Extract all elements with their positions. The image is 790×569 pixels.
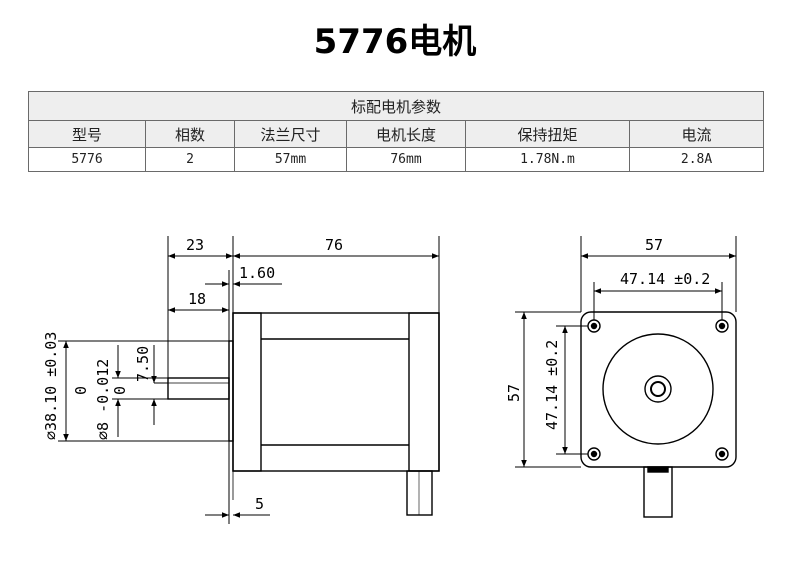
- shaft-circle-outer: [644, 375, 672, 403]
- dim-flat-height: 7.50: [134, 346, 152, 382]
- pilot-circle: [602, 333, 714, 445]
- dim-flange-thickness: 1.60: [239, 264, 275, 282]
- dim-shaft-length: 23: [186, 236, 204, 254]
- cell-model: 5776: [28, 147, 146, 172]
- dim-flange-height: 57: [505, 384, 523, 402]
- cell-current: 2.8A: [628, 147, 765, 172]
- front-dimension-labels: 57 47.14 ±0.2 57 47.14 ±0.2: [505, 236, 710, 430]
- dim-hole-spacing-h: 47.14 ±0.2: [620, 270, 710, 288]
- header-current: 电流: [628, 120, 765, 148]
- dim-boss-diameter: ⌀38.10 ±0.03: [42, 332, 60, 440]
- dim-boss-tol-low: 0: [72, 386, 90, 395]
- mount-hole-br: [715, 447, 729, 461]
- header-flange-size: 法兰尺寸: [234, 120, 347, 148]
- front-shaft: [167, 377, 230, 400]
- motor-body: [232, 312, 440, 472]
- cell-holding-torque: 1.78N.m: [465, 147, 630, 172]
- cell-motor-length: 76mm: [346, 147, 466, 172]
- dim-shaft-diameter: ⌀8 -0.012: [94, 359, 112, 440]
- side-dimensions: [58, 236, 440, 524]
- header-motor-length: 电机长度: [346, 120, 466, 148]
- header-holding-torque: 保持扭矩: [465, 120, 630, 148]
- dim-flange-width: 57: [645, 236, 663, 254]
- dim-rear-boss: 5: [255, 495, 264, 513]
- rear-end-cap: [408, 312, 440, 472]
- front-flange: [232, 312, 262, 472]
- dim-shaft-tol-low: 0: [111, 386, 129, 395]
- dim-shaft-flat: 18: [188, 290, 206, 308]
- table-caption: 标配电机参数: [27, 91, 765, 121]
- side-view: [167, 312, 440, 516]
- connector-stub: [643, 466, 673, 518]
- dim-hole-spacing-v: 47.14 ±0.2: [543, 340, 561, 430]
- cell-flange-size: 57mm: [234, 147, 347, 172]
- shaft-circle-inner: [650, 381, 666, 397]
- page-title: 5776电机: [313, 22, 477, 62]
- rear-leg: [406, 470, 433, 516]
- side-dimension-labels: 23 76 1.60 18 ⌀38.10 ±0.03 0 ⌀8 -0.012 0…: [42, 236, 343, 513]
- dim-body-length: 76: [325, 236, 343, 254]
- header-model: 型号: [28, 120, 146, 148]
- spec-table: 标配电机参数 型号 相数 法兰尺寸 电机长度 保持扭矩 电流 5776 2 57…: [27, 91, 765, 172]
- front-dimensions: [515, 236, 737, 468]
- front-view: [580, 311, 737, 518]
- cell-phases: 2: [145, 147, 235, 172]
